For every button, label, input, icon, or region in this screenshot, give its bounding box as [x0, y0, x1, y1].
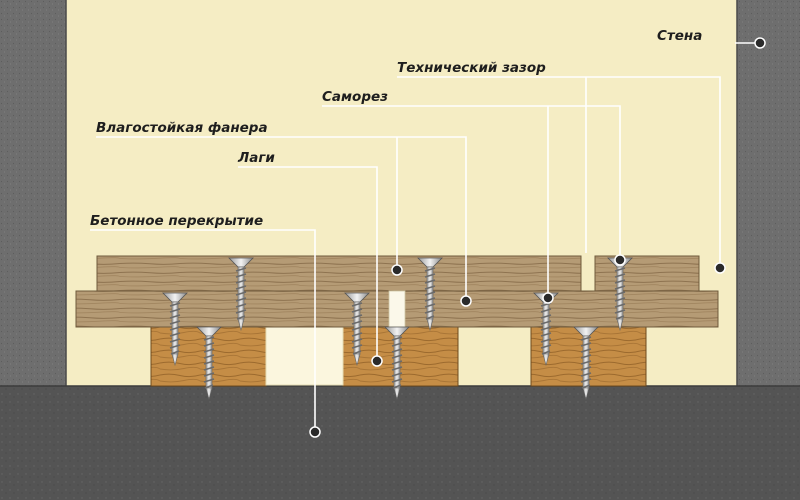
dot-joists — [371, 355, 383, 367]
dot-plywood-2 — [391, 264, 403, 276]
dot-concrete — [309, 426, 321, 438]
dot-wall — [754, 37, 766, 49]
dot-gap — [714, 262, 726, 274]
leader-joists — [238, 166, 378, 361]
label-technical-gap: Технический зазор — [397, 60, 546, 76]
plywood-layers — [75, 255, 719, 328]
right-wall — [737, 0, 800, 388]
technical-gap-marker — [388, 290, 406, 328]
label-screw: Саморез — [322, 89, 388, 105]
leader-screw — [322, 105, 621, 298]
left-wall — [0, 0, 66, 388]
leader-lines — [90, 42, 760, 432]
leader-dots — [309, 37, 766, 438]
label-wall: Стена — [657, 28, 702, 44]
label-plywood: Влагостойкая фанера — [96, 120, 268, 136]
label-concrete-slab: Бетонное перекрытие — [90, 213, 263, 229]
dot-screw — [542, 292, 554, 304]
leader-plywood — [96, 136, 467, 301]
concrete-slab — [0, 386, 800, 500]
dot-plywood — [460, 295, 472, 307]
dot-screw-2 — [614, 254, 626, 266]
plywood-upper-sheet-left — [96, 255, 582, 292]
plywood-upper-sheet-right — [594, 255, 700, 292]
label-joists: Лаги — [237, 150, 275, 166]
joist-gap — [265, 326, 344, 386]
leader-concrete — [90, 229, 316, 432]
leader-technical-gap — [397, 76, 721, 268]
